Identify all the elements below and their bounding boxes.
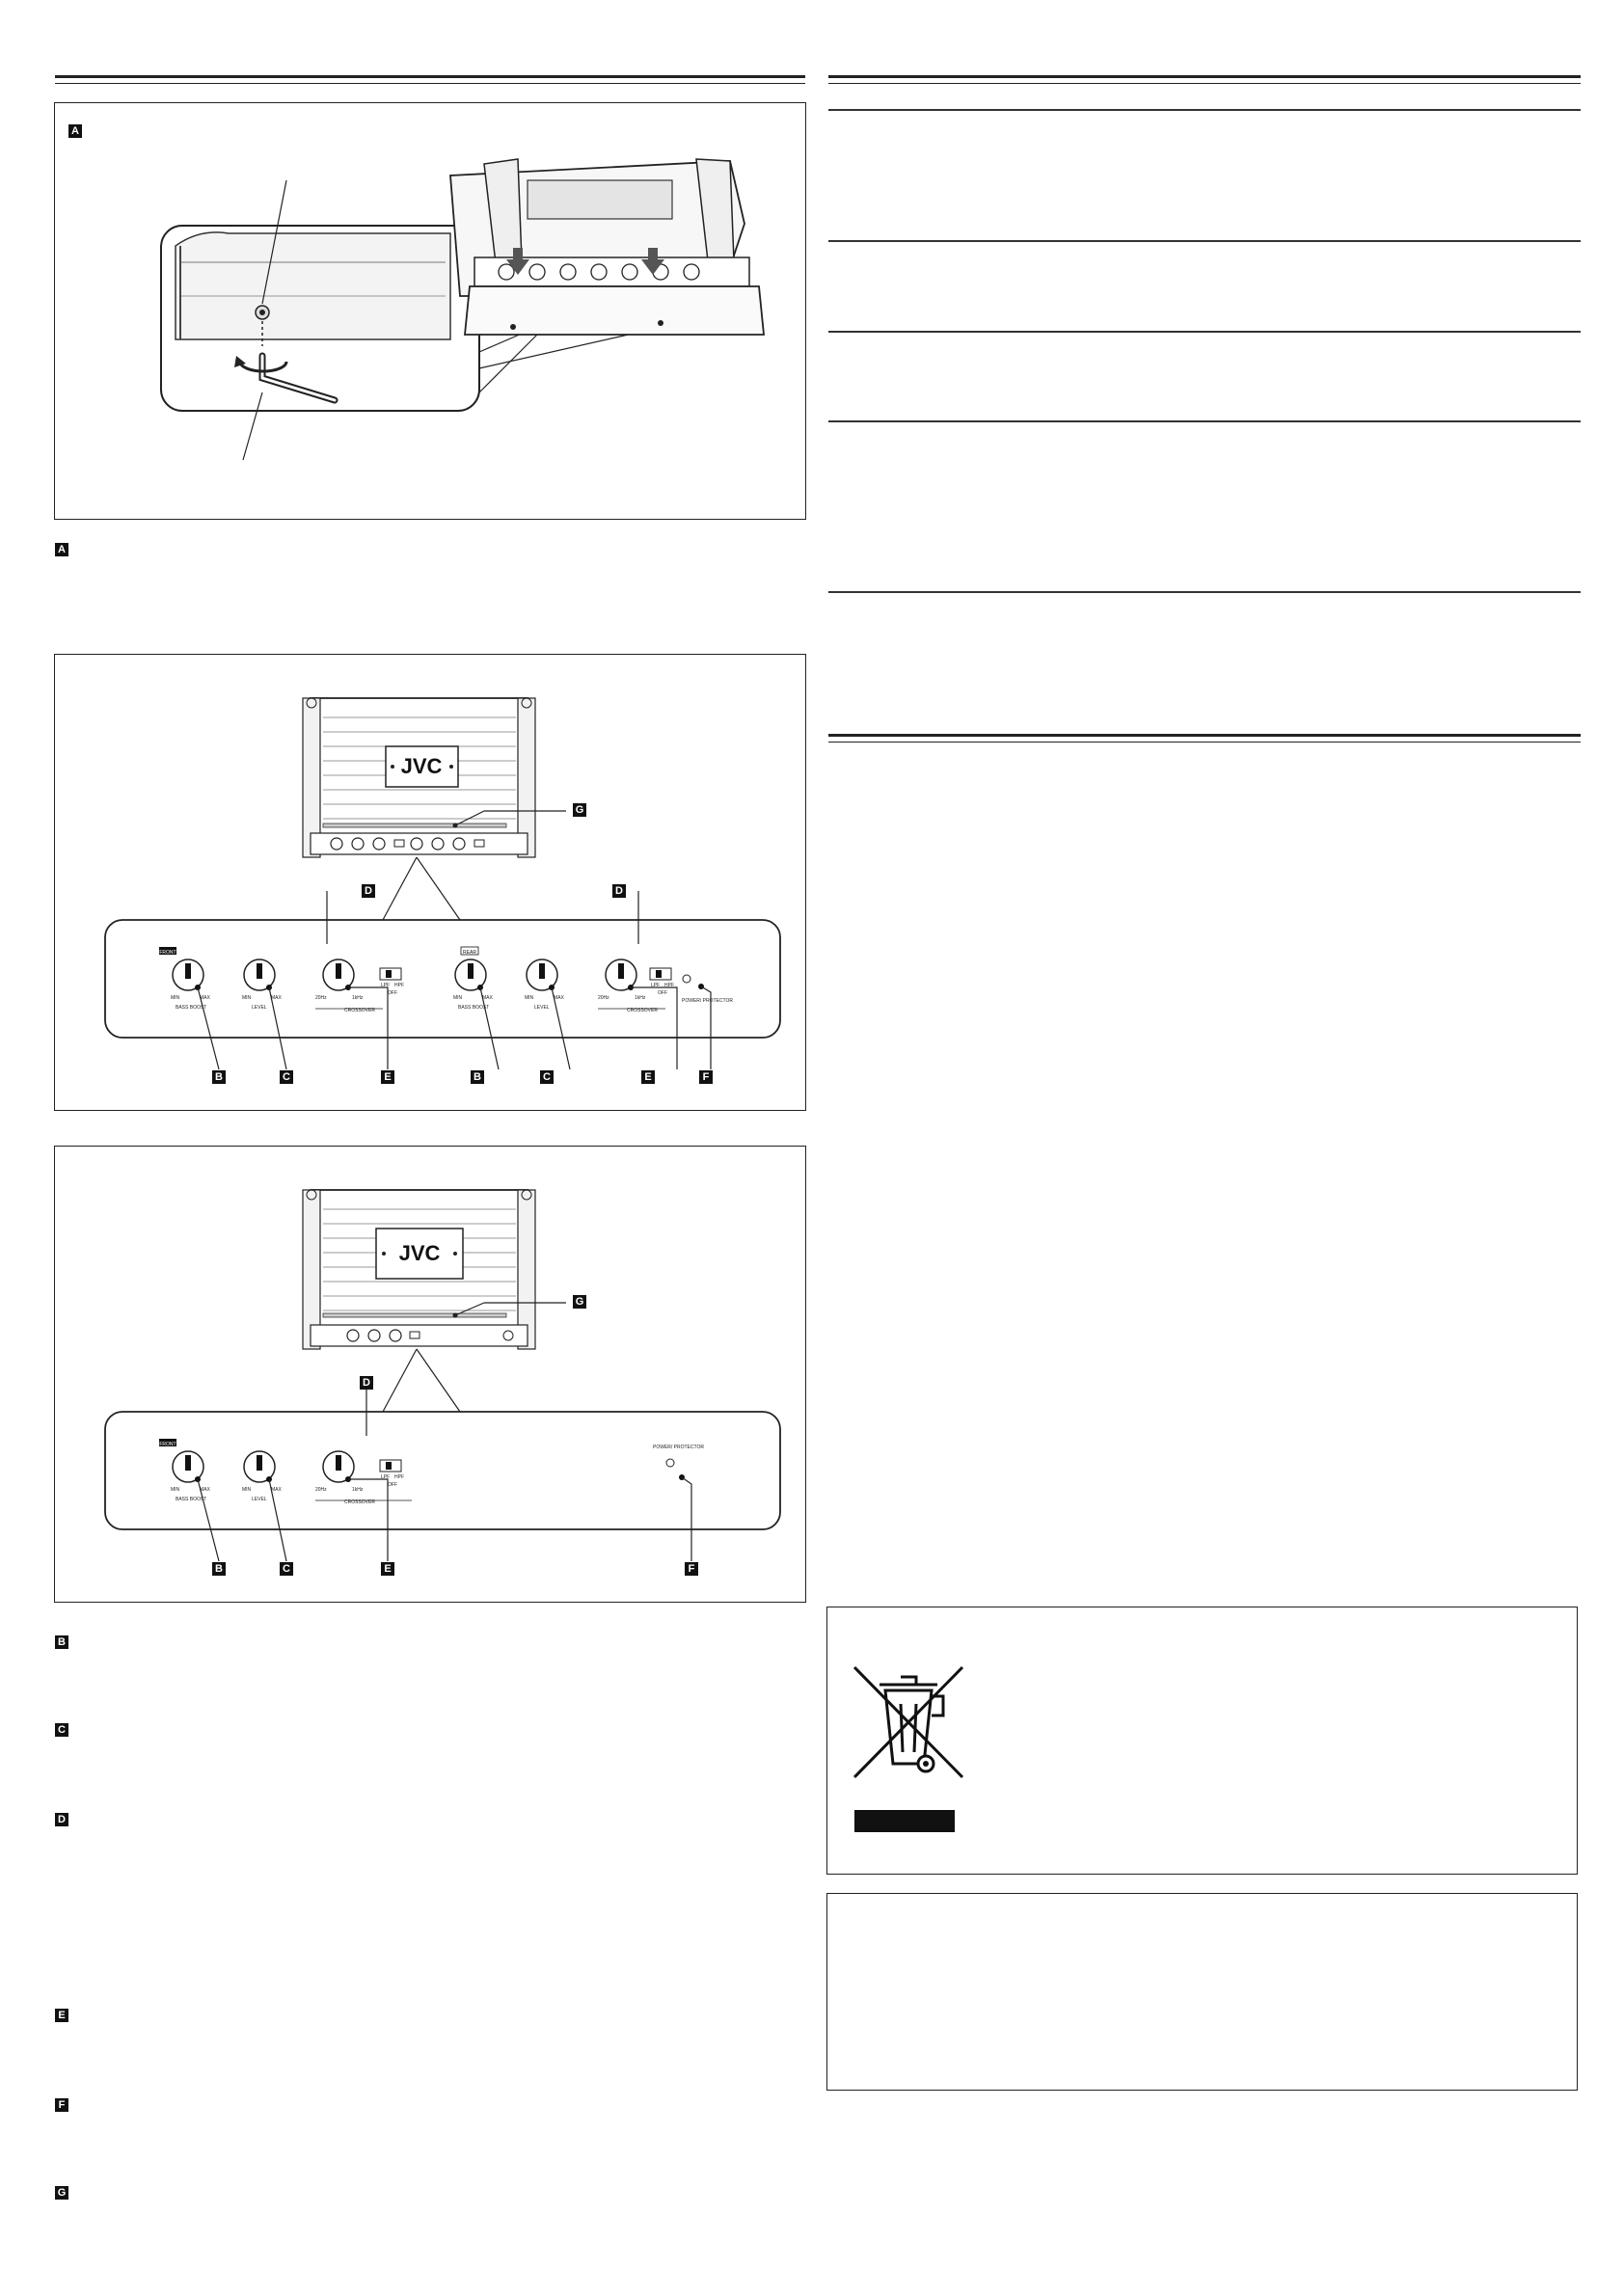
section-rule-3 bbox=[828, 331, 1581, 333]
section-rule-1 bbox=[828, 109, 1581, 111]
min-label-4: MIN bbox=[525, 995, 534, 1001]
hz-low-1: 20Hz bbox=[315, 995, 327, 1001]
power-protector-1: POWER/ PROTECTOR bbox=[682, 998, 733, 1004]
level-1: LEVEL bbox=[252, 1005, 267, 1011]
lpf-3: LPF bbox=[381, 1474, 390, 1480]
max-label-5: MAX bbox=[200, 1487, 211, 1493]
figure-a-panel: A bbox=[54, 102, 806, 520]
lpf-2: LPF bbox=[651, 983, 660, 988]
hpf-2: HPF bbox=[664, 983, 674, 988]
label-b-3: B bbox=[212, 1562, 226, 1576]
four-channel-figure: JVC FRONT bbox=[54, 654, 806, 1111]
off-1: OFF bbox=[388, 990, 397, 996]
section-rule-6 bbox=[828, 734, 1581, 743]
min-label-6: MIN bbox=[242, 1487, 252, 1493]
section-rule-5 bbox=[828, 591, 1581, 593]
off-3: OFF bbox=[388, 1482, 397, 1488]
notice-box bbox=[826, 1893, 1578, 2091]
text-c-badge: C bbox=[55, 1723, 68, 1737]
label-e-1: E bbox=[381, 1070, 394, 1084]
hz-low-2: 20Hz bbox=[598, 995, 609, 1001]
bass-boost-3: BASS BOOST bbox=[176, 1497, 206, 1502]
crossover-2: CROSSOVER bbox=[627, 1008, 658, 1013]
left-header-rule bbox=[55, 75, 805, 84]
weee-black-bar bbox=[854, 1810, 955, 1832]
section-rule-4 bbox=[828, 420, 1581, 422]
bass-boost-2: BASS BOOST bbox=[458, 1005, 489, 1011]
label-e-3: E bbox=[381, 1562, 394, 1576]
section-rule-2 bbox=[828, 240, 1581, 242]
hpf-3: HPF bbox=[394, 1474, 404, 1480]
figure-a-badge: A bbox=[68, 124, 82, 138]
label-b-2: B bbox=[471, 1070, 484, 1084]
right-header-rule bbox=[828, 75, 1581, 84]
crossed-bin-icon bbox=[853, 1665, 964, 1779]
label-g-1: G bbox=[573, 803, 586, 817]
max-label-2: MAX bbox=[271, 995, 283, 1001]
label-f-1: F bbox=[699, 1070, 713, 1084]
label-b-1: B bbox=[212, 1070, 226, 1084]
label-c-2: C bbox=[540, 1070, 554, 1084]
hz-low-3: 20Hz bbox=[315, 1487, 327, 1493]
level-3: LEVEL bbox=[252, 1497, 267, 1502]
two-channel-diagram: JVC FRONT MIN MAX MIN bbox=[104, 1189, 781, 1562]
power-protector-2: POWER/ PROTECTOR bbox=[653, 1445, 704, 1450]
off-2: OFF bbox=[658, 990, 667, 996]
mounting-illustration bbox=[160, 158, 765, 461]
min-label-5: MIN bbox=[171, 1487, 180, 1493]
hpf-1: HPF bbox=[394, 983, 404, 988]
label-c-3: C bbox=[280, 1562, 293, 1576]
jvc-logo-2: JVC bbox=[399, 1241, 441, 1265]
crossover-3: CROSSOVER bbox=[344, 1499, 375, 1505]
lpf-1: LPF bbox=[381, 983, 390, 988]
label-f-2: F bbox=[685, 1562, 698, 1576]
max-label-6: MAX bbox=[271, 1487, 283, 1493]
text-a-badge: A bbox=[55, 543, 68, 556]
bass-boost-1: BASS BOOST bbox=[176, 1005, 206, 1011]
crossover-1: CROSSOVER bbox=[344, 1008, 375, 1013]
text-b-badge: B bbox=[55, 1635, 68, 1649]
max-label-3: MAX bbox=[482, 995, 494, 1001]
min-label-3: MIN bbox=[453, 995, 463, 1001]
front-tag: FRONT bbox=[159, 950, 176, 956]
label-e-2: E bbox=[641, 1070, 655, 1084]
text-f-badge: F bbox=[55, 2098, 68, 2112]
hz-high-3: 1kHz bbox=[352, 1487, 364, 1493]
two-channel-figure: JVC FRONT MIN MAX MIN bbox=[54, 1146, 806, 1603]
front-tag-2: FRONT bbox=[159, 1442, 176, 1447]
label-d-1: D bbox=[362, 884, 375, 898]
min-label-2: MIN bbox=[242, 995, 252, 1001]
level-2: LEVEL bbox=[534, 1005, 550, 1011]
label-d-2: D bbox=[612, 884, 626, 898]
hz-high-2: 1kHz bbox=[635, 995, 646, 1001]
weee-notice-box bbox=[826, 1607, 1578, 1875]
text-g-badge: G bbox=[55, 2186, 68, 2200]
min-label-1: MIN bbox=[171, 995, 180, 1001]
rear-tag: REAR bbox=[463, 950, 476, 956]
jvc-logo: JVC bbox=[401, 754, 443, 778]
max-label-1: MAX bbox=[200, 995, 211, 1001]
label-c-1: C bbox=[280, 1070, 293, 1084]
text-d-badge: D bbox=[55, 1813, 68, 1826]
label-g-2: G bbox=[573, 1295, 586, 1309]
four-channel-diagram: JVC FRONT bbox=[104, 697, 781, 1070]
max-label-4: MAX bbox=[554, 995, 565, 1001]
text-e-badge: E bbox=[55, 2009, 68, 2022]
label-d-3: D bbox=[360, 1376, 373, 1390]
hz-high-1: 1kHz bbox=[352, 995, 364, 1001]
